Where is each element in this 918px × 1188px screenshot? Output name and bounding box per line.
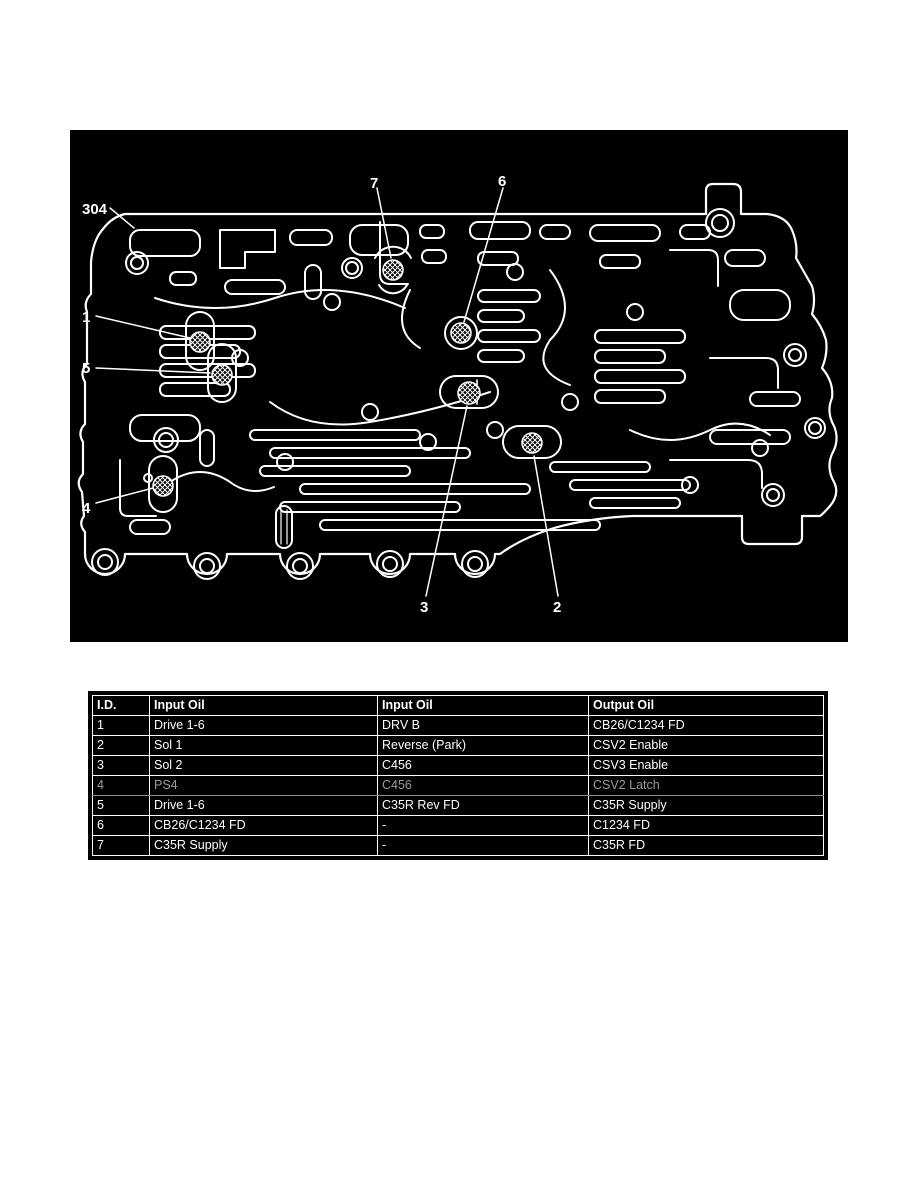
- leader-4: [95, 487, 154, 504]
- cell-id: 4: [92, 775, 150, 796]
- cell-output: CB26/C1234 FD: [588, 715, 824, 736]
- leader-6: [463, 187, 504, 323]
- callout-label-2: 2: [553, 599, 561, 616]
- callout-labels: 304 1 2 3 4 5 6 7: [82, 173, 561, 616]
- bolt-holes: [91, 208, 826, 580]
- cell-input-1: Drive 1-6: [149, 795, 378, 816]
- plate-outline: [77, 182, 838, 576]
- port-3: [457, 381, 481, 405]
- leader-304: [109, 207, 135, 229]
- solenoid-ports: [152, 259, 543, 497]
- cell-input-1: Drive 1-6: [149, 715, 378, 736]
- leader-2: [533, 455, 559, 597]
- cell-input-1: C35R Supply: [149, 835, 378, 856]
- table-row: 2 Sol 1 Reverse (Park) CSV2 Enable: [92, 735, 824, 756]
- col-header-input-oil-2: Input Oil: [377, 695, 589, 716]
- figure-panel: 304 1 2 3 4 5 6 7: [70, 130, 848, 642]
- leader-7: [376, 187, 392, 259]
- oil-passages: [119, 221, 801, 549]
- cell-input-2: C456: [377, 775, 589, 796]
- cell-input-2: -: [377, 815, 589, 836]
- leader-lines: [95, 187, 559, 597]
- cell-id: 2: [92, 735, 150, 756]
- callout-label-3: 3: [420, 599, 428, 616]
- port-1: [189, 331, 211, 353]
- port-4: [152, 475, 174, 497]
- cell-output: CSV3 Enable: [588, 755, 824, 776]
- callout-label-5: 5: [82, 360, 90, 377]
- table-header-row: I.D. Input Oil Input Oil Output Oil: [92, 695, 824, 716]
- leader-1: [95, 315, 191, 339]
- cell-id: 3: [92, 755, 150, 776]
- port-2: [521, 432, 543, 454]
- callout-label-4: 4: [82, 500, 91, 517]
- cell-input-2: Reverse (Park): [377, 735, 589, 756]
- col-header-output-oil: Output Oil: [588, 695, 824, 716]
- cell-input-1: Sol 2: [149, 755, 378, 776]
- callout-label-1: 1: [82, 309, 90, 326]
- valve-body-diagram: 304 1 2 3 4 5 6 7: [70, 130, 848, 642]
- col-header-id: I.D.: [92, 695, 150, 716]
- cell-input-1: PS4: [149, 775, 378, 796]
- table-row: 3 Sol 2 C456 CSV3 Enable: [92, 755, 824, 776]
- cell-input-1: Sol 1: [149, 735, 378, 756]
- callout-label-6: 6: [498, 173, 506, 190]
- cell-input-1: CB26/C1234 FD: [149, 815, 378, 836]
- leader-5: [95, 367, 211, 374]
- cell-id: 7: [92, 835, 150, 856]
- table-row: 1 Drive 1-6 DRV B CB26/C1234 FD: [92, 715, 824, 736]
- cell-id: 1: [92, 715, 150, 736]
- table-row: 6 CB26/C1234 FD - C1234 FD: [92, 815, 824, 836]
- cell-input-2: C35R Rev FD: [377, 795, 589, 816]
- oil-table-frame: I.D. Input Oil Input Oil Output Oil 1 Dr…: [88, 691, 828, 860]
- port-6: [450, 322, 472, 344]
- cell-output: C35R FD: [588, 835, 824, 856]
- table-row: 7 C35R Supply - C35R FD: [92, 835, 824, 856]
- cell-input-2: -: [377, 835, 589, 856]
- table-row: 5 Drive 1-6 C35R Rev FD C35R Supply: [92, 795, 824, 816]
- table-row: 4 PS4 C456 CSV2 Latch: [92, 775, 824, 796]
- callout-label-7: 7: [370, 175, 378, 192]
- cell-output: C1234 FD: [588, 815, 824, 836]
- cell-output: CSV2 Enable: [588, 735, 824, 756]
- col-header-input-oil-1: Input Oil: [149, 695, 378, 716]
- cell-output: CSV2 Latch: [588, 775, 824, 796]
- figure-number-label: 304: [82, 201, 108, 218]
- port-7: [382, 259, 404, 281]
- port-5: [211, 364, 233, 386]
- leader-3: [425, 405, 468, 597]
- cell-input-2: DRV B: [377, 715, 589, 736]
- oil-circuit-table: I.D. Input Oil Input Oil Output Oil 1 Dr…: [92, 695, 824, 856]
- cell-id: 5: [92, 795, 150, 816]
- cell-output: C35R Supply: [588, 795, 824, 816]
- cell-id: 6: [92, 815, 150, 836]
- cell-input-2: C456: [377, 755, 589, 776]
